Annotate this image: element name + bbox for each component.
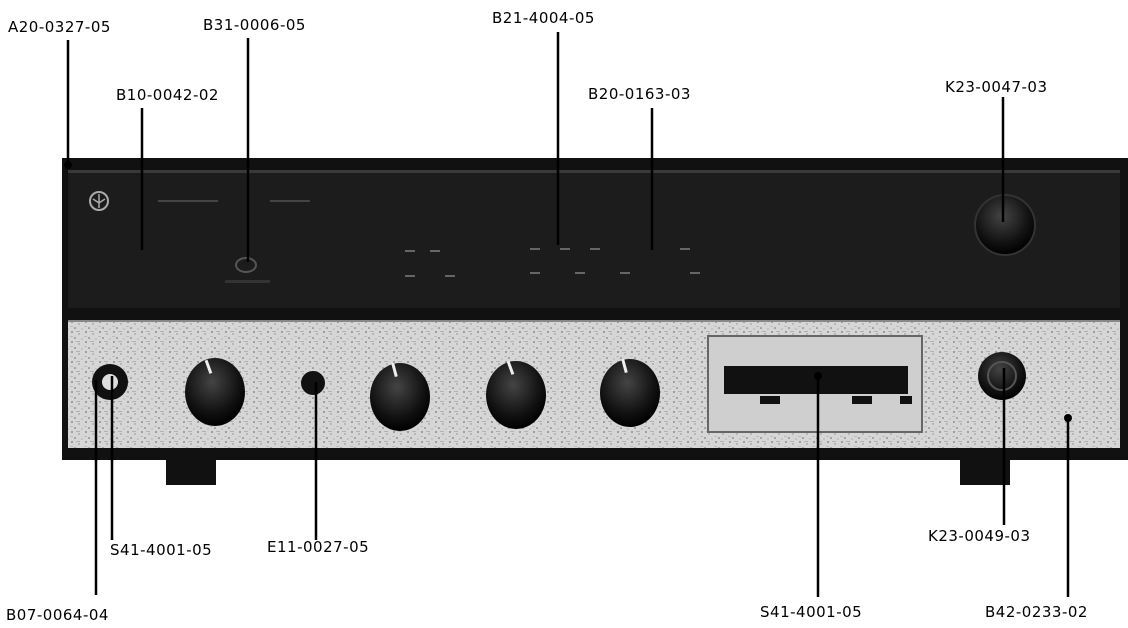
foot bbox=[960, 455, 1010, 485]
part-label-b42: B42-0233-02 bbox=[985, 603, 1088, 621]
control-knob bbox=[600, 358, 660, 427]
part-label-b07: B07-0064-04 bbox=[6, 606, 109, 624]
part-label-k23a: K23-0047-03 bbox=[945, 78, 1048, 96]
foot bbox=[166, 455, 216, 485]
logo-icon bbox=[89, 191, 109, 211]
part-label-b10: B10-0042-02 bbox=[116, 86, 219, 104]
control-knob bbox=[185, 358, 245, 426]
tuning-knob bbox=[974, 194, 1036, 256]
dial-marks bbox=[405, 248, 700, 277]
part-label-k23b: K23-0049-03 bbox=[928, 527, 1031, 545]
indicator-lamp bbox=[225, 257, 270, 283]
part-label-s41a: S41-4001-05 bbox=[110, 541, 213, 559]
part-label-b21: B21-4004-05 bbox=[492, 9, 595, 27]
part-label-b31: B31-0006-05 bbox=[203, 16, 306, 34]
headphone-jack bbox=[92, 364, 128, 400]
part-label-s41b: S41-4001-05 bbox=[760, 603, 863, 621]
pilot-lamp bbox=[301, 371, 325, 395]
control-knob bbox=[370, 362, 430, 431]
leader-lines bbox=[66, 32, 1070, 597]
switch-panel bbox=[707, 335, 923, 433]
leader-dots bbox=[64, 161, 1072, 422]
part-label-b20: B20-0163-03 bbox=[588, 85, 691, 103]
power-knob bbox=[978, 352, 1026, 400]
control-knob bbox=[486, 360, 546, 429]
part-label-a20: A20-0327-05 bbox=[8, 18, 111, 36]
part-label-e11: E11-0027-05 bbox=[267, 538, 370, 556]
upper-panel bbox=[68, 170, 1120, 308]
